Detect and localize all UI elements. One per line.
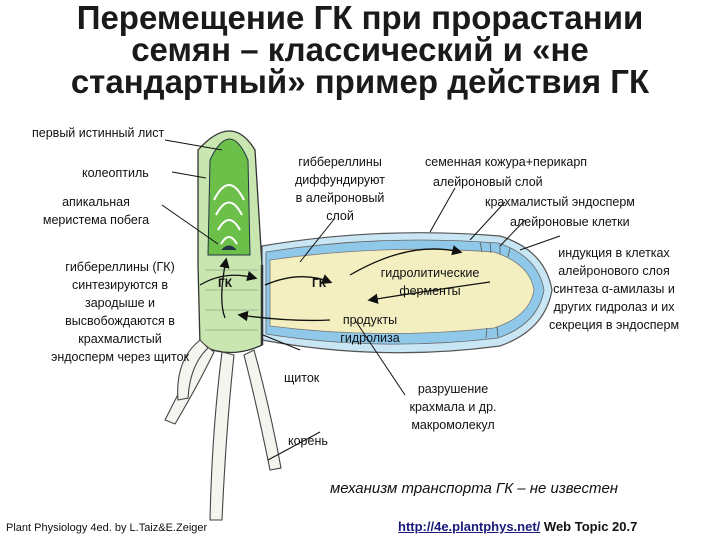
label-aleurone-layer: алейроновый слой	[433, 175, 543, 189]
leaf-arc-4	[220, 236, 238, 245]
label-gib-synthesis: гиббереллины (ГК) синтезируются в зароды…	[50, 260, 190, 364]
arrow-gk-to-scutellum	[199, 270, 258, 286]
mechanism-note: механизм транспорта ГК – не известен	[330, 480, 619, 497]
label-gk-embryo: ГК	[218, 276, 233, 290]
arrow-scutellum-to-endosperm	[264, 274, 333, 286]
embryo	[197, 130, 264, 354]
leaf-arc-2	[215, 201, 243, 216]
root-left-2	[177, 339, 209, 401]
root-right	[243, 349, 282, 471]
roots	[164, 339, 282, 521]
label-scutellum: щиток	[284, 371, 320, 385]
root-center	[209, 351, 235, 521]
arrow-products-to-embryo	[237, 310, 331, 322]
page-title: Перемещение ГК при прорастании семян – к…	[0, 0, 720, 100]
arrow-embryo-to-shoot	[219, 257, 230, 319]
title-line-1: Перемещение ГК при прорастании	[76, 0, 644, 36]
label-gib-diffuse: гиббереллины диффундируют в алейроновый …	[294, 155, 386, 223]
web-topic-label: Web Topic 20.7	[540, 519, 638, 534]
aleurone-cells	[479, 241, 511, 339]
label-root: корень	[288, 434, 328, 448]
arrow-gk-to-aleurone	[349, 245, 463, 276]
leader-lines	[161, 139, 561, 461]
label-apical-meristem: апикальная меристема побега	[42, 195, 150, 227]
label-hydrolysis-products: продукты гидролиза	[340, 313, 400, 345]
label-gk-endosperm: ГК	[312, 276, 327, 290]
gk-arrows	[199, 245, 491, 322]
seed-body	[261, 232, 553, 354]
citation: Plant Physiology 4ed. by L.Taiz&E.Zeiger	[6, 522, 208, 534]
first-leaf	[207, 138, 251, 256]
leaf-arc-3	[217, 219, 241, 231]
apical-meristem	[221, 245, 237, 251]
arrow-enzymes-back	[367, 281, 491, 304]
label-aleurone-cells: алейроновые клетки	[510, 215, 630, 229]
label-starchy-endosperm: крахмалистый эндосперм	[485, 195, 635, 209]
label-seed-coat: семенная кожура+перикарп	[425, 155, 588, 169]
title-line-3: стандартный» пример действия ГК	[70, 63, 650, 100]
endosperm-region	[269, 248, 535, 334]
leaf-arc-1	[213, 184, 245, 201]
web-topic-reference: http://4e.plantphys.net/ Web Topic 20.7	[398, 519, 637, 534]
label-coleoptile: колеоптиль	[82, 166, 149, 180]
label-first-leaf: первый истинный лист	[32, 126, 165, 140]
label-destruction: разрушение крахмала и др. макромолекул	[409, 382, 497, 432]
label-induction: индукция в клетках алейронового слоя син…	[548, 246, 680, 332]
source-link[interactable]: http://4e.plantphys.net/	[398, 519, 541, 534]
title-line-2: семян – классический и «не	[131, 31, 589, 68]
label-hydrolytic-enzymes: гидролитические ферменты	[380, 266, 480, 298]
embryo-texture	[205, 269, 258, 331]
